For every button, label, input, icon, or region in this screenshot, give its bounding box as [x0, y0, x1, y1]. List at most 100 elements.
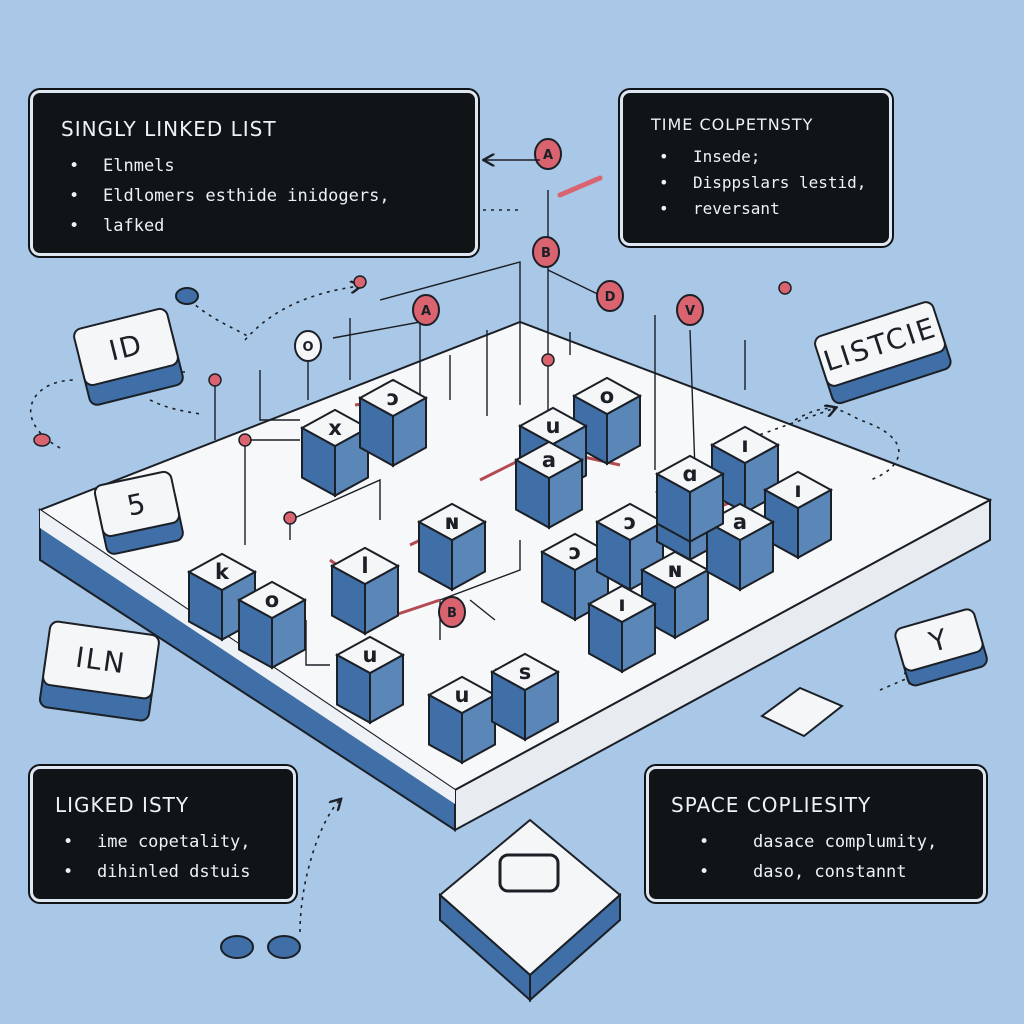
- list-item: • Eldlomers esthide inidogers,: [61, 181, 475, 211]
- panel-title: TIME COLPETNSTY: [651, 115, 814, 134]
- cube-label: o: [600, 384, 614, 408]
- time-complexity-panel: TIME COLPETNSTY • Insede; • Disppslars les…: [620, 90, 892, 246]
- wire: [349, 261, 521, 405]
- item-text: reversant: [693, 199, 780, 218]
- item-text: Elnmels: [103, 156, 175, 176]
- cube-label: a: [542, 448, 556, 472]
- item-text: Insede;: [693, 147, 761, 166]
- cube-label: s: [519, 660, 532, 684]
- list-item: • Disppslars lestid,: [651, 170, 889, 196]
- bullet: •: [69, 186, 80, 206]
- node-cubes: xↄoukoⅼɴauuɔɔosɴııaıɑ: [186, 376, 834, 765]
- cube-label: u: [546, 414, 561, 438]
- panel-list: • Insede; • Disppslars lestid, • reversant: [651, 144, 889, 222]
- cube-label: ı: [794, 478, 801, 502]
- list-item: •ime copetality,: [55, 827, 293, 857]
- bullet: •: [659, 199, 669, 218]
- bullet: •: [659, 173, 669, 192]
- node-label: O: [302, 340, 313, 355]
- singly-linked-list-panel: SINGLY LINKED LIST • Elnmels • Eldlomers e…: [30, 90, 478, 256]
- small-tokens: [33, 287, 844, 959]
- cube-label: ı: [741, 433, 748, 457]
- cube-label: u: [363, 643, 378, 667]
- list-item: • lafked: [61, 211, 475, 241]
- pointer-node: V: [676, 294, 704, 326]
- node-cube: x: [299, 408, 371, 498]
- cube-label: u: [455, 683, 470, 707]
- cube-label: ⅼ: [361, 554, 368, 578]
- item-text: dihinled dstuis: [97, 862, 251, 882]
- wire-dot: [778, 281, 792, 295]
- list-item: • daso, constannt: [671, 857, 983, 887]
- panel-title: SINGLY LINKED LIST: [61, 117, 277, 141]
- node-cube: u: [426, 675, 498, 765]
- node-cube: a: [704, 502, 776, 592]
- cube-label: o: [265, 588, 279, 612]
- item-text: Disppslars lestid,: [693, 173, 867, 192]
- node-cube: ı: [762, 470, 834, 560]
- bullet: •: [69, 216, 80, 236]
- node-cube: ɑ: [654, 454, 726, 544]
- item-text: dasace complumity,: [753, 832, 938, 852]
- keycap-label: ID: [106, 327, 147, 367]
- node-label: V: [685, 304, 695, 319]
- y-key: Y: [894, 608, 988, 687]
- node-label: D: [605, 290, 616, 305]
- node-cube: a: [513, 440, 585, 530]
- pointer-node: A: [534, 138, 562, 170]
- node-label: A: [421, 304, 431, 319]
- node-cube: ı: [586, 584, 658, 674]
- pointer-nodes: A B D O B A V: [208, 138, 792, 628]
- node-cube: ɴ: [416, 502, 488, 592]
- id-key: ID: [73, 307, 184, 406]
- cube-label: a: [733, 510, 747, 534]
- wire: [469, 315, 746, 621]
- panel-title: LIGKED ISTY: [55, 793, 190, 817]
- list-item: • Insede;: [651, 144, 889, 170]
- node-cube: u: [334, 635, 406, 725]
- five-key: 5: [93, 470, 184, 555]
- bullet: •: [69, 156, 80, 176]
- cube-label: ɑ: [682, 462, 697, 486]
- wire-dot: [238, 433, 252, 447]
- node-cube: s: [489, 652, 561, 742]
- bullet: •: [63, 862, 74, 882]
- list-item: • Elnmels: [61, 151, 475, 181]
- panel-list: •ime copetality, • dihinled dstuis: [55, 827, 293, 887]
- bullet: •: [699, 862, 710, 882]
- pointer-node: B: [438, 596, 466, 628]
- bullet: •: [659, 147, 669, 166]
- cube-label: ↄ: [387, 386, 399, 410]
- node-label: B: [447, 606, 457, 621]
- pointer-node: B: [532, 236, 560, 268]
- red-pointer: [557, 175, 603, 198]
- panel-title: SPACE COPLIESITY: [671, 793, 872, 817]
- panel-list: • Elnmels • Eldlomers esthide inidogers, •…: [61, 151, 475, 241]
- node-cube: ɔ: [594, 502, 666, 592]
- wire: [214, 370, 300, 545]
- item-text: lafked: [103, 216, 165, 236]
- cube-label: ı: [618, 592, 625, 616]
- wire-dot: [208, 373, 222, 387]
- pointer-node: O: [294, 330, 322, 362]
- wire-dot: [353, 275, 367, 289]
- node-label: B: [541, 246, 551, 261]
- cube-label: k: [215, 560, 230, 584]
- pointer-node: A: [412, 294, 440, 326]
- cube-label: ɔ: [624, 510, 636, 534]
- node-label: A: [543, 148, 553, 163]
- list-item: • reversant: [651, 196, 889, 222]
- space-complexity-panel: SPACE COPLIESITY • dasace complumity, • da…: [646, 766, 986, 902]
- item-text: ime copetality,: [97, 832, 251, 852]
- keycap-label: ILN: [73, 641, 128, 681]
- item-text: Eldlomers esthide inidogers,: [103, 186, 390, 206]
- list-item: • dihinled dstuis: [55, 857, 293, 887]
- iln-key: ILN: [38, 620, 160, 722]
- wire-dot: [283, 511, 297, 525]
- item-text: daso, constannt: [753, 862, 907, 882]
- wire-dot: [541, 353, 555, 367]
- linked-list-panel: LIGKED ISTY •ime copetality, • dihinled d…: [30, 766, 296, 902]
